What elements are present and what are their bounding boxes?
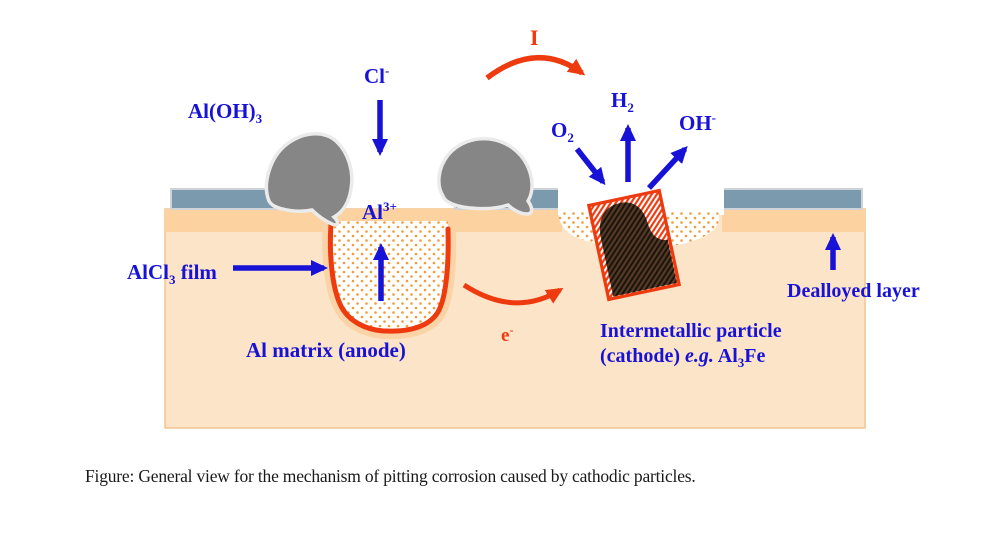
dealloyed-layer-band-left bbox=[165, 209, 562, 232]
label-current: I bbox=[530, 25, 539, 50]
label-intermetallic-line2: (cathode) e.g. Al3Fe bbox=[600, 345, 765, 370]
pit-electrolyte bbox=[330, 221, 449, 332]
label-electron: e- bbox=[501, 323, 513, 346]
o2-arrow bbox=[574, 147, 606, 186]
label-oh: OH- bbox=[679, 110, 716, 135]
label-alcl3-film: AlCl3 film bbox=[127, 260, 217, 287]
label-intermetallic-line1: Intermetallic particle bbox=[600, 320, 782, 342]
electron-flow-arrow bbox=[462, 282, 564, 306]
label-dealloyed-layer: Dealloyed layer bbox=[787, 280, 920, 302]
label-h2: H2 bbox=[611, 88, 634, 115]
label-al3: Al3+ bbox=[362, 199, 397, 224]
label-cl: Cl- bbox=[364, 63, 389, 88]
particle-core bbox=[600, 202, 677, 297]
corrosion-product-right bbox=[437, 136, 534, 216]
label-aloh3: Al(OH)3 bbox=[188, 99, 263, 126]
oh-arrow bbox=[646, 146, 688, 190]
corrosion-product-left bbox=[264, 132, 354, 227]
dealloyed-layer-band-right bbox=[722, 209, 865, 232]
label-o2: O2 bbox=[551, 118, 574, 145]
alcl3-film-lining bbox=[327, 221, 451, 334]
figure-caption: Figure: General view for the mechanism o… bbox=[85, 466, 696, 486]
intermetallic-particle bbox=[586, 188, 682, 302]
al-matrix-block bbox=[164, 208, 866, 429]
oxide-film-right bbox=[721, 188, 863, 210]
label-al-matrix: Al matrix (anode) bbox=[246, 338, 406, 362]
current-arc-arrow bbox=[485, 54, 586, 81]
